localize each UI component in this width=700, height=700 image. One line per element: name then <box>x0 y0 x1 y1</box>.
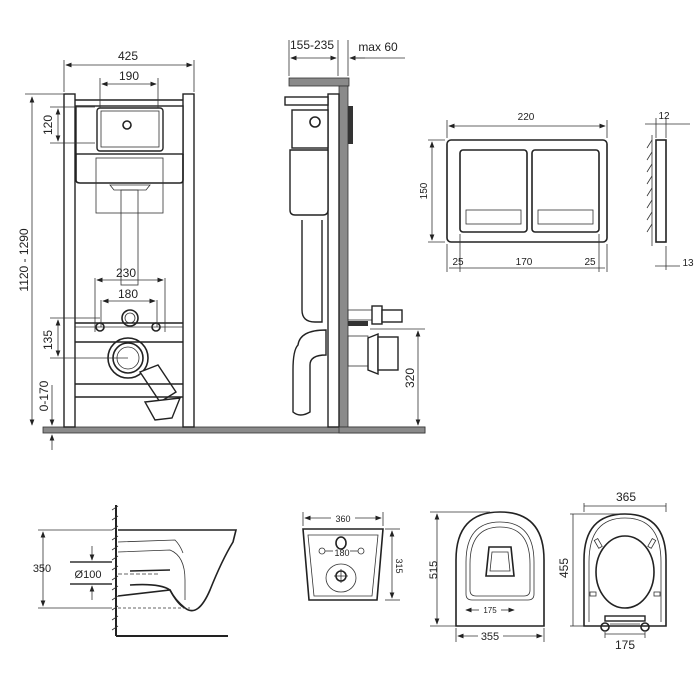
dim-plate-total-width: 220 <box>518 112 535 123</box>
dim-bowl-width: 355 <box>481 631 499 643</box>
bowl-side-view <box>111 505 238 637</box>
flush-plate-side <box>655 139 667 243</box>
bowl-side-dimensions <box>38 529 160 609</box>
flush-button-small <box>459 149 528 233</box>
cistern <box>75 154 184 184</box>
dim-button-span: 170 <box>516 257 533 268</box>
dim-seat-length: 455 <box>557 558 571 578</box>
dim-plate-width: 190 <box>119 69 139 83</box>
wall <box>338 85 349 428</box>
dim-plate-height: 120 <box>41 115 55 135</box>
front-dimensions <box>25 60 195 450</box>
dim-drain-height: 320 <box>403 368 417 388</box>
dim-bowl-top-bolt-spacing: 175 <box>483 606 497 615</box>
cistern-side <box>289 149 329 216</box>
dim-plate-thickness: 12 <box>658 111 670 122</box>
flush-button-large <box>531 149 600 233</box>
dim-depth: 155-235 <box>290 38 334 52</box>
flush-plate-frame <box>96 107 164 152</box>
dim-plate-margin-left: 25 <box>452 257 464 268</box>
dim-wall-max: max 60 <box>358 40 398 54</box>
dim-plate-total-height: 150 <box>419 182 430 199</box>
dim-drain-offset: 135 <box>41 330 55 350</box>
dim-bowl-back-width: 360 <box>335 514 350 524</box>
flush-plate <box>446 135 667 246</box>
bowl-top-dimensions <box>430 511 545 642</box>
seat-dimensions <box>570 503 667 638</box>
dim-plate-offset: 13 <box>682 258 694 269</box>
bowl-top-view <box>455 511 545 627</box>
bowl-back-dimensions <box>302 512 400 601</box>
dim-frame-height: 1120 - 1290 <box>17 228 31 291</box>
plate-dimensions <box>428 118 690 272</box>
dim-seat-width: 365 <box>616 490 636 504</box>
dim-outlet-diameter: Ø100 <box>75 569 102 581</box>
dim-leg-adjust: 0-170 <box>37 380 51 411</box>
dim-bowl-back-height: 315 <box>394 558 404 573</box>
flush-pipe <box>120 189 139 286</box>
frame-front-view <box>42 93 426 434</box>
drain-bend <box>292 329 327 416</box>
bowl-back-view <box>302 528 384 601</box>
frame-side-view <box>284 77 426 434</box>
dim-fixing-outer: 230 <box>116 266 136 280</box>
dim-bowl-bolt-spacing: 180 <box>334 548 349 558</box>
side-dimensions <box>288 40 425 426</box>
dim-bowl-length: 515 <box>428 561 440 579</box>
dim-hinge-spacing: 175 <box>615 638 635 652</box>
seat-top-view <box>583 513 667 632</box>
dim-fixing-inner: 180 <box>118 287 138 301</box>
dim-plate-margin-right: 25 <box>584 257 596 268</box>
dim-bowl-height: 350 <box>33 563 51 575</box>
dim-frame-width: 425 <box>118 49 138 63</box>
